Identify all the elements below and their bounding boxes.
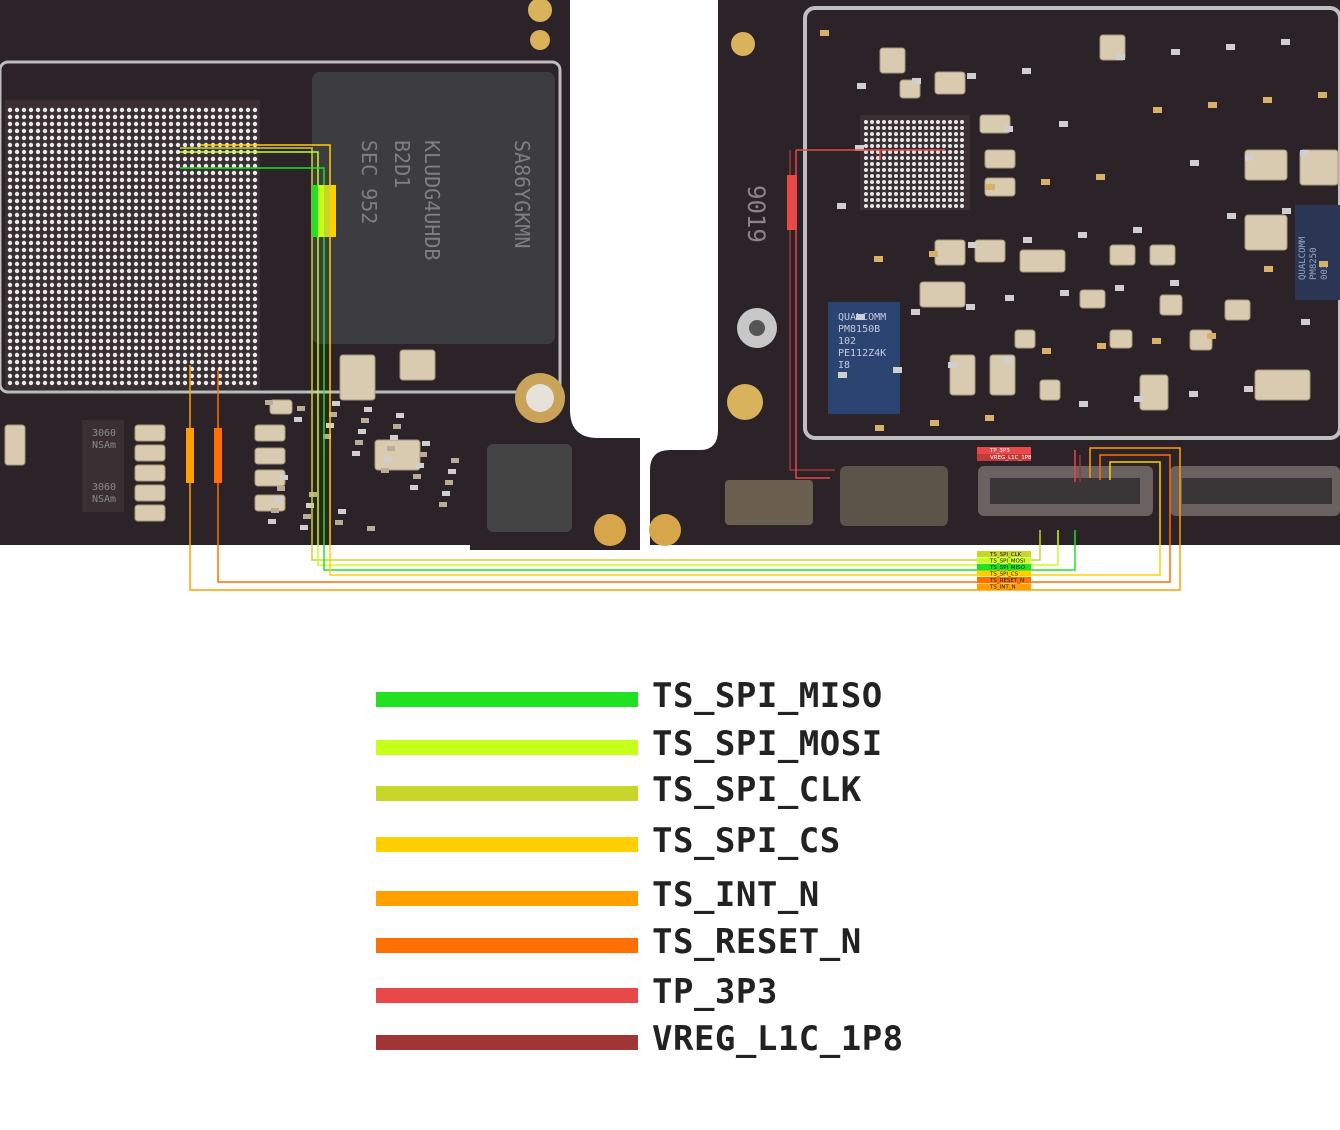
connector-tag	[977, 564, 1031, 570]
connector-tag-label: TS_SPI_MOSI	[989, 558, 1025, 564]
chip-text: 3060	[92, 428, 116, 439]
b2b-connector-2	[840, 466, 948, 526]
signal-tag	[186, 428, 194, 483]
signal-trace	[180, 147, 1041, 561]
soc-bga	[5, 100, 260, 390]
signal-tag	[324, 185, 330, 237]
chip-text: 3060	[92, 482, 116, 493]
legend-label: TS_SPI_MISO	[652, 676, 883, 716]
signal-trace	[180, 151, 1059, 566]
connector-tag-label: VREG_L1C_1P8	[990, 455, 1032, 461]
connector-tag-label: TP_3P3	[989, 448, 1010, 454]
pmic-text: 102	[838, 336, 856, 347]
signal-trace	[789, 150, 835, 471]
legend-item-ts-spi-mosi: TS_SPI_MOSI	[376, 724, 976, 764]
connector-tag	[977, 583, 1031, 590]
signal-trace	[200, 144, 1161, 576]
signal-legend: TS_SPI_MISO TS_SPI_MOSI TS_SPI_CLK TS_SP…	[376, 676, 976, 1059]
legend-swatch	[376, 1035, 638, 1050]
legend-label: VREG_L1C_1P8	[652, 1019, 904, 1059]
signal-trace	[189, 365, 1181, 591]
signal-tag	[787, 175, 797, 230]
connector-tag	[977, 447, 1031, 454]
right-board	[650, 0, 1340, 545]
connector-tag-label: TS_SPI_CS	[989, 571, 1019, 577]
pmic-text: I8	[838, 360, 850, 371]
connector-tag	[977, 570, 1031, 577]
bga-balls	[7, 107, 258, 386]
b2b-connector-1	[725, 480, 813, 525]
legend-item-ts-spi-cs: TS_SPI_CS	[376, 821, 976, 861]
legend-item-ts-spi-clk: TS_SPI_CLK	[376, 770, 976, 810]
connector-tag	[977, 551, 1031, 557]
legend-label: TS_SPI_MOSI	[652, 724, 883, 764]
legend-label: TS_INT_N	[652, 875, 820, 915]
emmc-text-2: KLUDG4UHDB	[420, 140, 444, 260]
connector-tag-label: TS_RESET_N	[989, 578, 1024, 584]
pmic-text: PM8150B	[838, 324, 880, 335]
legend-swatch	[376, 891, 638, 906]
signal-tag	[214, 428, 222, 483]
connector-tag	[977, 577, 1031, 583]
board-marking: 9019	[742, 185, 770, 243]
legend-item-tp-3p3: TP_3P3	[376, 972, 976, 1012]
connector-tag-label: TS_SPI_CLK	[989, 552, 1022, 558]
legend-label: TS_SPI_CLK	[652, 770, 862, 810]
sim-socket	[487, 444, 572, 532]
legend-swatch	[376, 740, 638, 755]
legend-item-ts-spi-miso: TS_SPI_MISO	[376, 676, 976, 716]
connector-tag	[977, 557, 1031, 564]
pcb-board-diagram: SEC 952 B2D1 KLUDG4UHDB SA86YGKMN QUALCO…	[0, 0, 1340, 591]
emmc-text-0: SEC 952	[357, 140, 381, 224]
signal-trace	[217, 370, 1171, 583]
legend-swatch	[376, 786, 638, 801]
legend-label: TS_SPI_CS	[652, 821, 841, 861]
pmic-text: PE112Z4K	[838, 348, 886, 359]
chip-text: NSAm	[92, 494, 116, 505]
legend-swatch	[376, 837, 638, 852]
legend-item-ts-reset-n: TS_RESET_N	[376, 922, 976, 962]
pm2-chip	[1295, 205, 1340, 300]
emmc-text-3: SA86YGKMN	[510, 140, 534, 248]
signal-trace	[795, 149, 945, 479]
legend-item-ts-int-n: TS_INT_N	[376, 875, 976, 915]
pm2-text: PM8250	[1309, 247, 1319, 280]
signal-tag	[318, 185, 324, 237]
legend-item-vreg-l1c-1p8: VREG_L1C_1P8	[376, 1019, 976, 1059]
emmc-text-1: B2D1	[390, 140, 414, 188]
connector-tag	[977, 454, 1031, 461]
legend-swatch	[376, 988, 638, 1003]
legend-label: TS_RESET_N	[652, 922, 862, 962]
signal-tag	[330, 185, 336, 237]
pm2-text: 003	[1320, 264, 1330, 280]
pm2-text: QUALCOMM	[1298, 236, 1308, 280]
signal-tag	[312, 185, 318, 237]
legend-swatch	[376, 938, 638, 953]
emmc-chip	[312, 72, 555, 344]
chip-text: NSAm	[92, 440, 116, 451]
pmic-chip	[828, 302, 900, 414]
legend-swatch	[376, 692, 638, 707]
connector-tag-label: TS_INT_N	[989, 584, 1016, 590]
connector-tag-label: TS_SPI_MISO	[989, 565, 1026, 571]
legend-label: TP_3P3	[652, 972, 778, 1012]
signal-trace	[180, 167, 1076, 571]
